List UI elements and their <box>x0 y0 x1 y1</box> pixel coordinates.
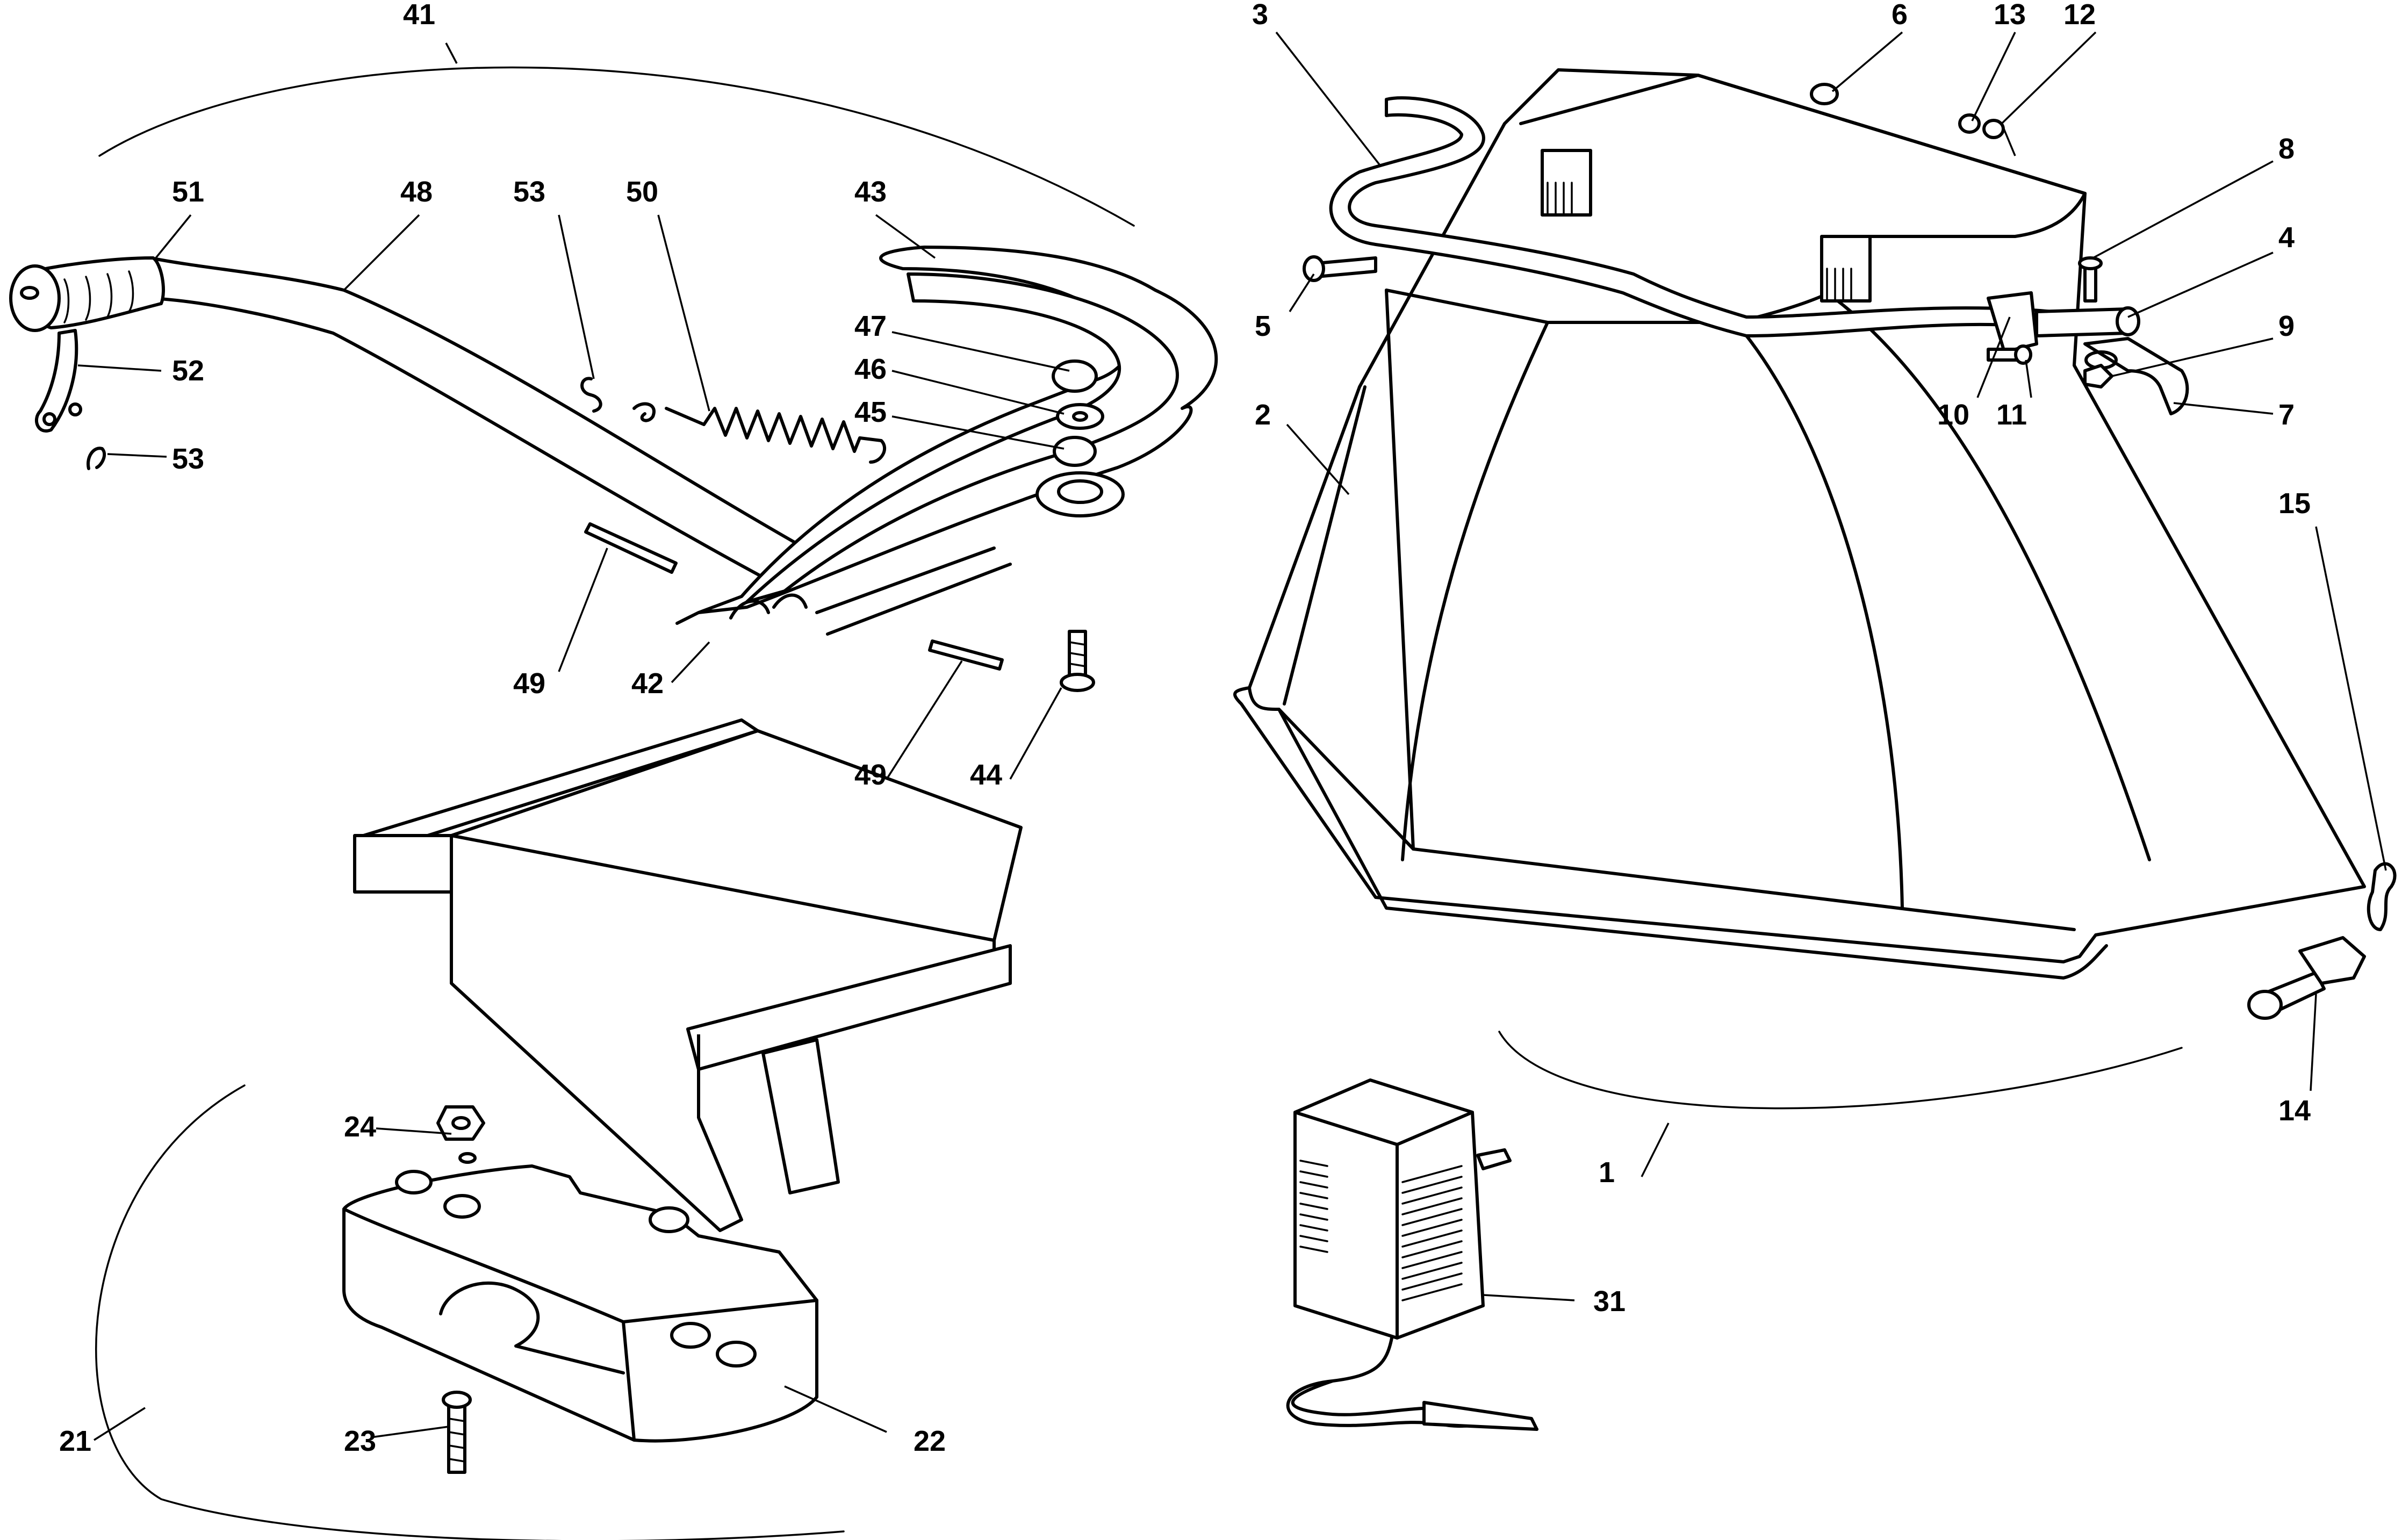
callout-41: 41 <box>403 0 435 31</box>
callout-48: 48 <box>400 176 433 208</box>
nut-6 <box>1810 83 1839 105</box>
callout-12: 12 <box>2063 0 2096 31</box>
guide-plate-top <box>745 272 1180 603</box>
washer-12 <box>1982 119 2005 139</box>
nut-24 <box>436 1105 485 1141</box>
callout-23: 23 <box>344 1425 376 1457</box>
callout-10: 10 <box>1937 399 1969 431</box>
leader-lines <box>77 31 2387 1441</box>
callout-5: 5 <box>1255 310 1271 342</box>
callout-53-upper: 53 <box>513 176 545 208</box>
weight-boss-1 <box>395 1170 433 1194</box>
clamp-10 <box>1987 291 2038 354</box>
battery-charger <box>1286 1078 1538 1431</box>
callout-4: 4 <box>2278 221 2295 254</box>
callout-6: 6 <box>1892 0 1908 31</box>
callout-53-lower: 53 <box>172 443 204 475</box>
callout-42: 42 <box>631 667 664 700</box>
alligator-clips <box>1422 1401 1538 1431</box>
callout-7: 7 <box>2278 399 2295 431</box>
bracket-clip <box>34 329 78 433</box>
callout-9: 9 <box>2278 310 2295 342</box>
plug-prong <box>1476 1148 1512 1170</box>
pin-right <box>928 639 1004 671</box>
bolt-5 <box>1315 256 1377 278</box>
hopper-assembly <box>1233 68 2397 1020</box>
callout-13: 13 <box>1994 0 2026 31</box>
callout-51: 51 <box>172 176 204 208</box>
group-41-arc <box>98 66 1135 227</box>
callout-43: 43 <box>854 176 887 208</box>
pin-left <box>584 522 678 574</box>
group-21-arc <box>95 1084 845 1540</box>
frame-left-block <box>353 834 453 894</box>
spring-clip-7 <box>2083 337 2189 415</box>
callout-21: 21 <box>59 1425 91 1457</box>
callout-31: 31 <box>1593 1285 1626 1318</box>
nut-9 <box>2083 364 2113 388</box>
pin-4 <box>2035 307 2130 337</box>
callout-15: 15 <box>2278 487 2311 520</box>
weight-boss-4 <box>670 1322 711 1349</box>
callout-22: 22 <box>914 1425 946 1457</box>
hinge-block <box>2298 936 2366 985</box>
callout-52: 52 <box>172 355 204 387</box>
washer-13 <box>1958 113 1981 134</box>
callout-labels: 41 51 48 53 50 43 47 46 45 52 53 49 42 4… <box>59 0 2311 1457</box>
callout-49-left: 49 <box>513 667 545 700</box>
callout-3: 3 <box>1252 0 1268 31</box>
weight-boss-2 <box>443 1194 481 1219</box>
callout-46: 46 <box>854 353 887 385</box>
washer-47 <box>1052 359 1098 393</box>
brush-block-right <box>1820 235 1872 303</box>
frame-bar-back <box>354 718 759 840</box>
callout-11: 11 <box>1996 399 2027 431</box>
callout-2: 2 <box>1255 399 1271 431</box>
frame-weight-assembly <box>342 718 1023 1474</box>
callout-50: 50 <box>626 176 658 208</box>
callout-49-right: 49 <box>854 759 887 791</box>
group-1-arc <box>1498 1031 2183 1110</box>
lever-rod <box>149 256 801 585</box>
callout-8: 8 <box>2278 133 2295 165</box>
callout-47: 47 <box>854 310 887 342</box>
brush-block-left <box>1541 149 1592 217</box>
callout-1: 1 <box>1599 1156 1615 1189</box>
weight-boss-5 <box>716 1341 757 1368</box>
spring <box>632 402 886 464</box>
weight-boss-3 <box>649 1206 689 1233</box>
washer-46 <box>1056 403 1104 430</box>
bushing-45 <box>1053 436 1097 467</box>
hook-upper <box>580 377 602 413</box>
bushing-base <box>1035 471 1125 517</box>
lever-assembly <box>9 246 1218 692</box>
callout-14: 14 <box>2278 1095 2311 1127</box>
r-clip-15 <box>2367 862 2397 931</box>
callout-45: 45 <box>854 396 887 428</box>
callout-24: 24 <box>344 1111 376 1143</box>
charger-body <box>1293 1078 1485 1340</box>
hairpin-lower <box>87 447 106 470</box>
callout-44: 44 <box>970 759 1002 791</box>
